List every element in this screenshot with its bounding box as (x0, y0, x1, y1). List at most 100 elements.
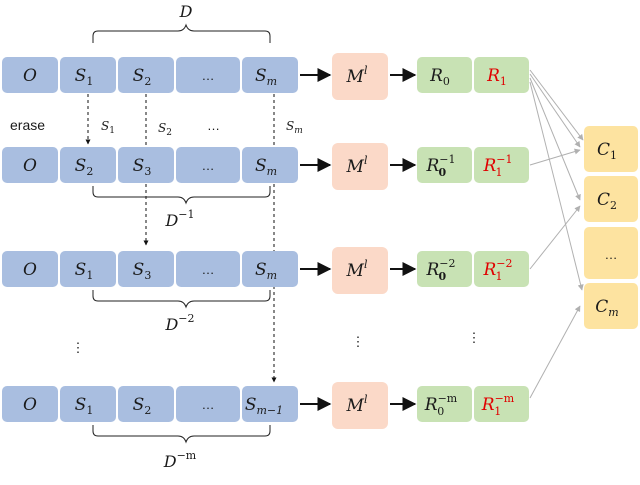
erase-label: erase (10, 117, 45, 133)
row-2-cell-1 (60, 251, 116, 287)
erased-s1-label: S1 (101, 119, 115, 136)
row-3-r0-box (417, 386, 472, 422)
row-3-cell-m (242, 386, 298, 422)
row-2-cell-ellipsis (176, 251, 240, 287)
class-c2-box (584, 176, 638, 222)
row-3-cell-2 (118, 386, 174, 422)
row-2-cell-2-label: S3 (133, 260, 152, 282)
row-1-cell-m-label: Sm (255, 156, 277, 178)
row-1-r1-box (474, 147, 529, 183)
row-3-cell-1 (60, 386, 116, 422)
row-1-cell-o (2, 147, 58, 183)
row-3-cell-1-label: S1 (75, 395, 94, 417)
row-1-r0-box (417, 147, 472, 183)
row-1-model-box (332, 143, 388, 190)
row-3-cell-o-label: O (23, 395, 37, 415)
row-2-cell-o-label: O (23, 260, 37, 280)
row-0-r0-label: R0 (429, 66, 450, 88)
row-1-cell-1-label: S2 (75, 156, 94, 178)
row-0-cell-2-label: S2 (133, 66, 152, 88)
row-0-cell-ellipsis (176, 57, 240, 93)
row-3-r1-box (474, 386, 529, 422)
vdots-result: ⋮ (468, 330, 481, 345)
row-2-brace-label: D−2 (164, 312, 194, 334)
erased-s2-label: S2 (158, 121, 172, 138)
row-0-cell-1-label: S1 (75, 66, 94, 88)
row-0: O S1 S2 … Sm Ml R0 R1 (2, 53, 529, 100)
conn-r1-0-c1 (529, 73, 581, 148)
row-2-r0-box (417, 251, 472, 287)
row-3-brace (92, 425, 271, 444)
row-1-brace-label: D−1 (164, 208, 194, 230)
row-2-r1-box (474, 251, 529, 287)
row-0-cell-o (2, 57, 58, 93)
row-0-cell-ellipsis-label: … (202, 68, 215, 83)
row-3-model-label: Ml (346, 393, 368, 416)
conn-r1-2-c2 (529, 205, 581, 270)
row-1-cell-2-label: S3 (133, 156, 152, 178)
erased-ellipsis-label: … (207, 118, 220, 133)
row-3-cell-m-label: Sm−1 (245, 395, 283, 417)
erased-sm-label: Sm (286, 119, 303, 136)
top-brace-label: D (179, 2, 193, 21)
class-column: C1 C2 … Cm (584, 126, 638, 329)
class-ellipsis-label: … (605, 247, 618, 262)
row-0-cell-m-label: Sm (255, 66, 277, 88)
conn-r1-0-cm (529, 81, 584, 291)
row-1-model-label: Ml (346, 154, 368, 177)
class-c1-label: C1 (597, 140, 617, 162)
row-1-cell-ellipsis (176, 147, 240, 183)
row-3-model-box (332, 382, 388, 429)
row-1-cell-m (242, 147, 298, 183)
row-1-cell-ellipsis-label: … (202, 158, 215, 173)
row-3-cell-o (2, 386, 58, 422)
row-0-cell-2 (118, 57, 174, 93)
vdots-model: ⋮ (352, 334, 365, 349)
row-2-model-box (332, 247, 388, 294)
row-0-cell-o-label: O (23, 66, 37, 86)
row-0-r1-box (474, 57, 529, 93)
conn-r1-1-c1 (529, 148, 581, 166)
class-cm-box (584, 283, 638, 329)
row-0-cell-m (242, 57, 298, 93)
row-2-cell-ellipsis-label: … (202, 262, 215, 277)
class-ellipsis-box (584, 227, 638, 279)
row-1-cell-o-label: O (23, 156, 37, 176)
row-3-cell-ellipsis (176, 386, 240, 422)
row-0-r0-box (417, 57, 472, 93)
row-0-r1-label: R1 (486, 66, 507, 88)
row-2-cell-m (242, 251, 298, 287)
row-2-cell-1-label: S1 (75, 260, 94, 282)
row-2-brace (92, 290, 271, 309)
row-0-cell-1 (60, 57, 116, 93)
class-connections (529, 69, 584, 399)
row-1-cell-1 (60, 147, 116, 183)
class-cm-label: Cm (595, 297, 618, 319)
conn-r1-0-c1b (529, 69, 584, 141)
row-2-cell-o (2, 251, 58, 287)
row-0-model-box (332, 53, 388, 100)
row-2-model-label: Ml (346, 258, 368, 281)
conn-r1-3-cm (529, 305, 581, 399)
vdots-left: ⋮ (72, 340, 85, 355)
row-1-brace (92, 186, 271, 205)
row-0-model-label: Ml (346, 64, 368, 87)
conn-r1-0-c2 (529, 77, 581, 201)
class-c1-box (584, 126, 638, 172)
class-c2-label: C2 (597, 190, 617, 212)
row-3-brace-label: D−m (163, 449, 197, 471)
top-brace (92, 23, 271, 43)
row-2-cell-2 (118, 251, 174, 287)
row-3-cell-ellipsis-label: … (202, 397, 215, 412)
row-1-cell-2 (118, 147, 174, 183)
